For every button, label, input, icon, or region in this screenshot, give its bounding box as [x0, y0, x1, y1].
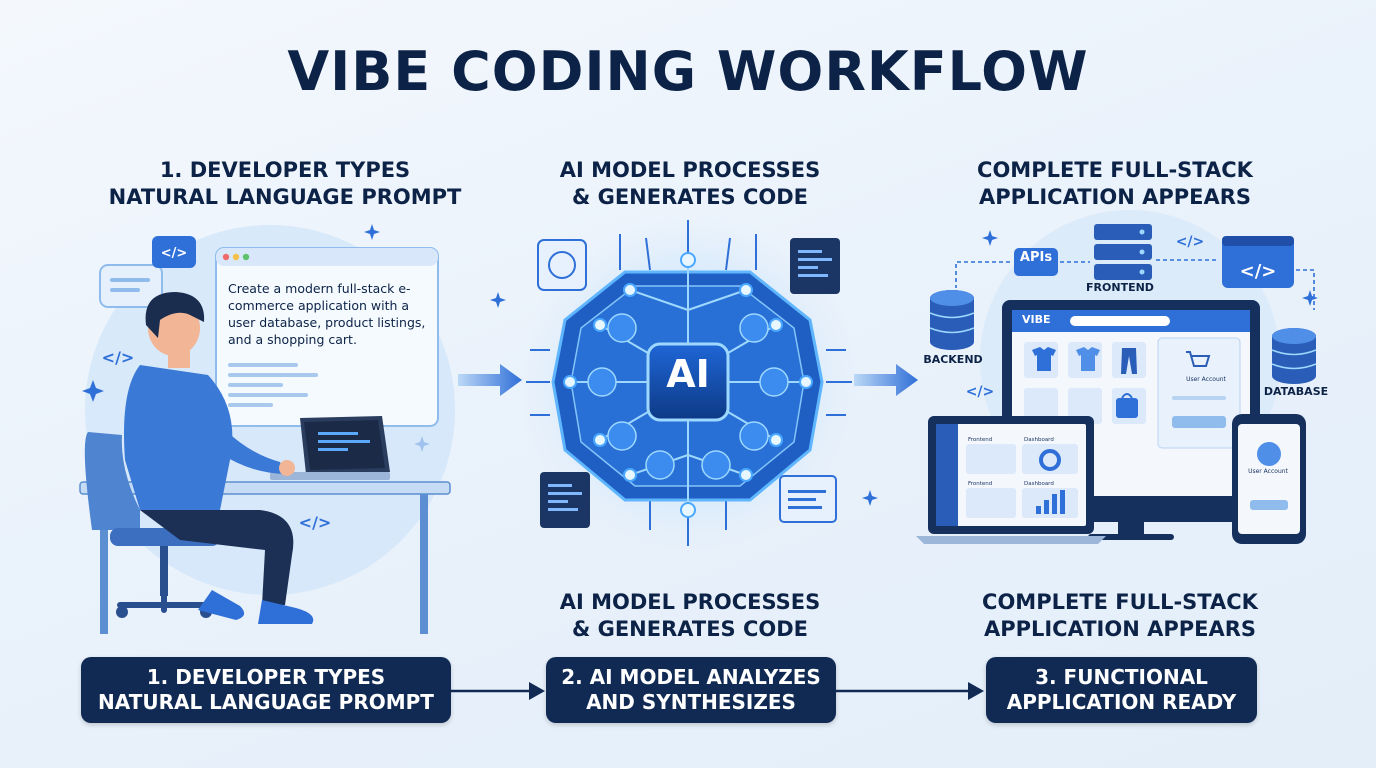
step2-heading: AI MODEL PROCESSES & GENERATES CODE — [520, 157, 860, 211]
database-label: DATABASE — [1263, 385, 1329, 398]
step1-box: 1. DEVELOPER TYPES NATURAL LANGUAGE PROM… — [81, 657, 451, 723]
step3-subheading-line2: APPLICATION APPEARS — [983, 617, 1257, 641]
laptop-panel-2: Dashboard — [1024, 437, 1054, 443]
step3-heading: COMPLETE FULL-STACK APPLICATION APPEARS — [945, 157, 1285, 211]
step3-subheading-line1: COMPLETE FULL-STACK — [982, 590, 1258, 614]
application-illustration: </> </> </> — [916, 210, 1318, 544]
connector-arrow-2-icon — [836, 682, 984, 700]
step1-heading: 1. DEVELOPER TYPES NATURAL LANGUAGE PROM… — [100, 157, 470, 211]
step2-subheading-line2: & GENERATES CODE — [571, 617, 809, 641]
step3-subheading: COMPLETE FULL-STACK APPLICATION APPEARS — [950, 589, 1290, 643]
prompt-text: Create a modern full-stack e-commerce ap… — [228, 281, 426, 347]
monitor-user-account: User Account — [1186, 376, 1226, 383]
frontend-label: FRONTEND — [1086, 281, 1154, 294]
svg-text:</>: </> — [1240, 261, 1277, 282]
step2-heading-line1: AI MODEL PROCESSES — [559, 158, 821, 182]
svg-text:</>: </> — [161, 246, 188, 261]
svg-text:</>: </> — [102, 348, 135, 367]
step2-box: 2. AI MODEL ANALYZES AND SYNTHESIZES — [546, 657, 836, 723]
arrow-2-3-icon — [854, 364, 918, 396]
step1-heading-line2: NATURAL LANGUAGE PROMPT — [108, 185, 462, 209]
step2-heading-line2: & GENERATES CODE — [571, 185, 809, 209]
laptop-panel-3: Frontend — [968, 481, 993, 487]
step3-box-line2: APPLICATION READY — [1006, 690, 1237, 714]
step3-heading-line1: COMPLETE FULL-STACK — [977, 158, 1253, 182]
laptop-panel-1: Frontend — [968, 437, 993, 443]
step2-box-line2: AND SYNTHESIZES — [586, 690, 796, 714]
laptop-panel-4: Dashboard — [1024, 481, 1054, 487]
svg-text:</>: </> — [1176, 234, 1205, 250]
svg-text:</>: </> — [299, 513, 332, 532]
step1-heading-line1: 1. DEVELOPER TYPES — [159, 158, 411, 182]
store-logo: VIBE — [1022, 313, 1051, 326]
backend-label: BACKEND — [923, 353, 983, 366]
step3-heading-line2: APPLICATION APPEARS — [978, 185, 1252, 209]
phone-user-account: User Account — [1248, 468, 1288, 475]
step1-box-line1: 1. DEVELOPER TYPES — [146, 665, 386, 689]
step3-box: 3. FUNCTIONAL APPLICATION READY — [986, 657, 1257, 723]
step2-subheading-line1: AI MODEL PROCESSES — [559, 590, 821, 614]
connector-arrow-1-icon — [451, 682, 545, 700]
step1-box-line2: NATURAL LANGUAGE PROMPT — [98, 690, 434, 714]
ai-network-illustration — [490, 212, 878, 552]
ai-core-label: AI — [666, 352, 710, 396]
step2-subheading: AI MODEL PROCESSES & GENERATES CODE — [520, 589, 860, 643]
svg-text:</>: </> — [966, 384, 995, 400]
page-title: VIBE CODING WORKFLOW — [287, 40, 1089, 103]
step3-box-line1: 3. FUNCTIONAL — [1035, 665, 1208, 689]
developer-illustration: </> </> </> — [79, 224, 455, 634]
arrow-1-2-icon — [458, 364, 522, 396]
step2-box-line1: 2. AI MODEL ANALYZES — [561, 665, 821, 689]
apis-label: APIs — [1019, 250, 1053, 265]
